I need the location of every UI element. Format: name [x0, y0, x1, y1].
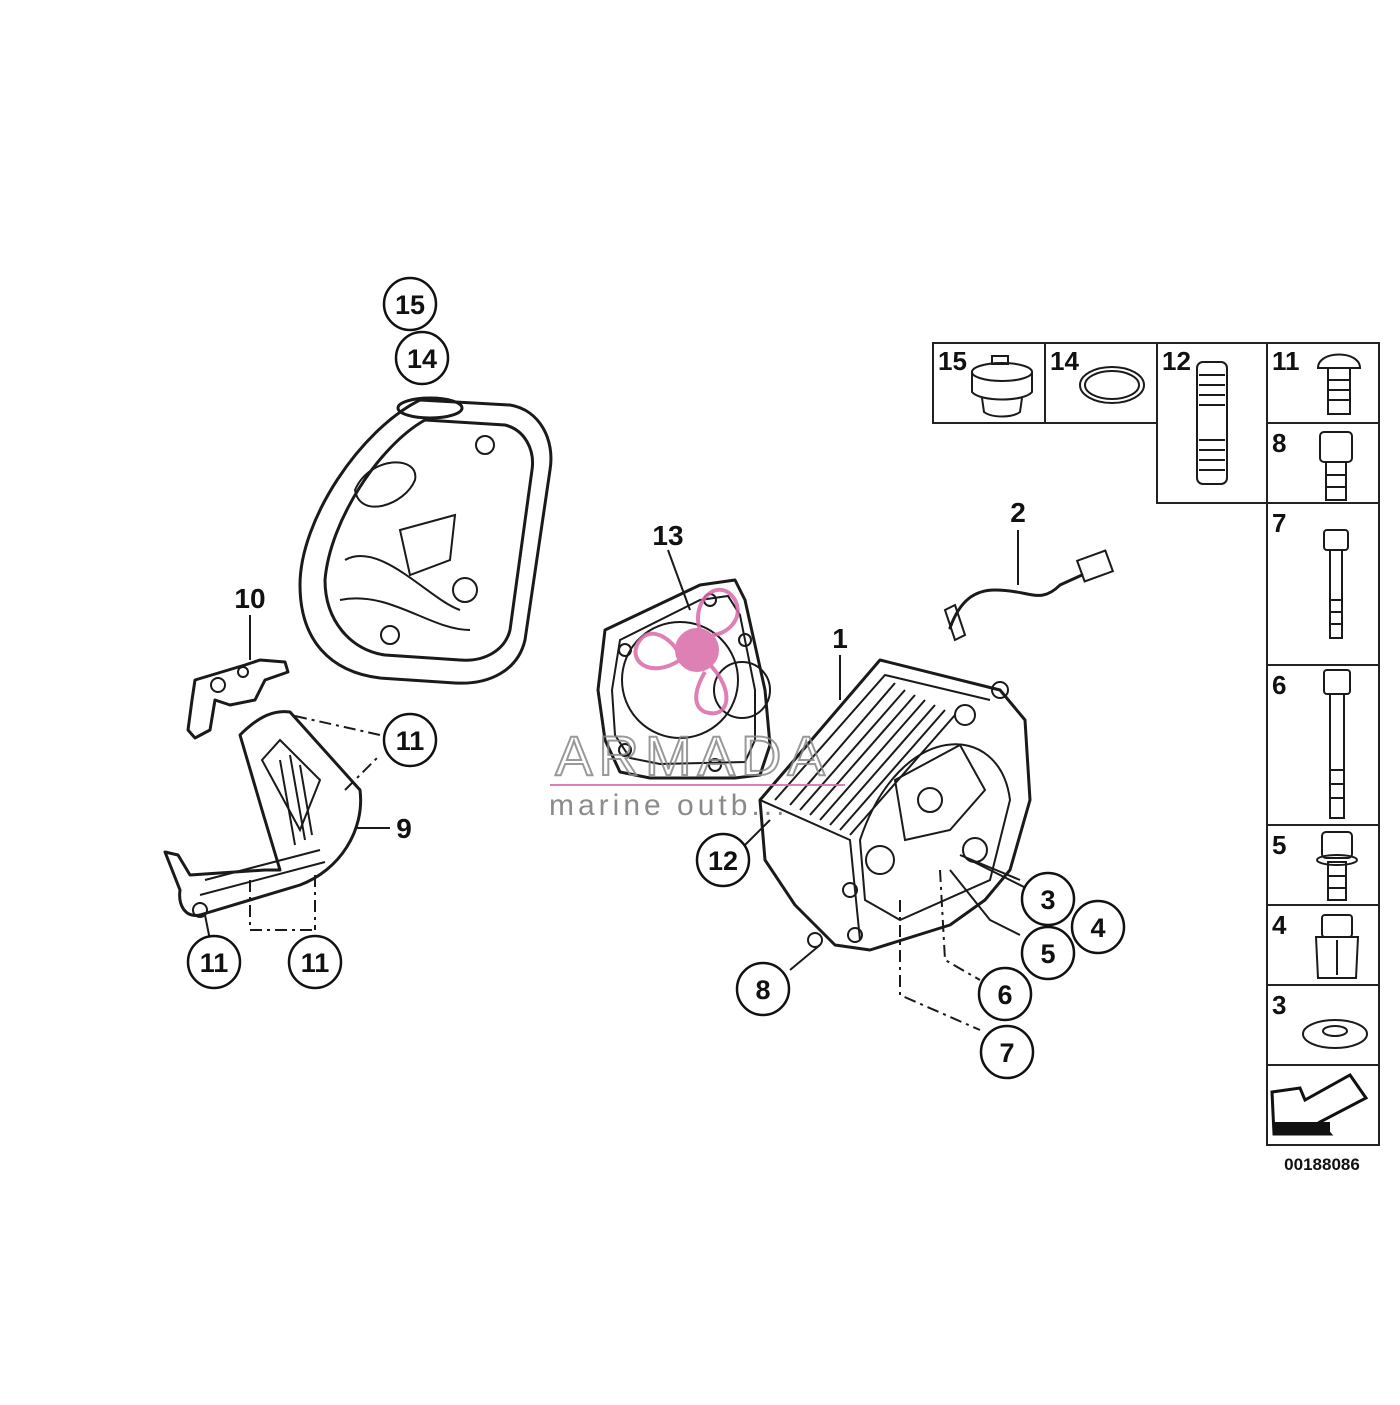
diagram-number: 00188086 [1284, 1155, 1360, 1174]
table-label-15: 15 [938, 346, 967, 376]
parts-table: 15 14 12 11 8 7 6 5 4 3 [932, 342, 1380, 1174]
callout-11: 11 [186, 934, 242, 990]
valve-cover [298, 396, 553, 685]
sensor-cable-2 [948, 530, 1115, 630]
cap-icon [971, 355, 1033, 418]
table-label-12: 12 [1162, 346, 1191, 376]
washer-icon [1302, 1019, 1368, 1049]
bracket-10 [186, 615, 290, 740]
svg-text:15: 15 [395, 290, 425, 320]
callout-15: 15 [382, 276, 438, 332]
svg-text:3: 3 [1040, 885, 1055, 915]
long-bolt-icon [1323, 529, 1349, 639]
table-label-14: 14 [1050, 346, 1079, 376]
watermark-brand: ARMADA [555, 724, 831, 787]
svg-text:6: 6 [997, 980, 1012, 1010]
callout-3: 3 [1020, 871, 1076, 927]
stud-icon [1196, 361, 1228, 485]
callout-14: 14 [394, 330, 450, 386]
guard-9 [163, 710, 390, 941]
propeller-logo-icon [633, 587, 740, 716]
sleeve-nut-icon [1314, 914, 1360, 979]
svg-text:5: 5 [1040, 939, 1055, 969]
label-1: 1 [832, 623, 848, 654]
svg-text:14: 14 [407, 344, 437, 374]
svg-text:7: 7 [999, 1038, 1014, 1068]
bolt-icon [1319, 431, 1353, 501]
table-label-6: 6 [1272, 670, 1286, 700]
svg-text:8: 8 [755, 975, 770, 1005]
table-label-3: 3 [1272, 990, 1286, 1020]
svg-text:12: 12 [708, 846, 738, 876]
callout-11: 11 [382, 712, 438, 768]
o-ring-icon [1079, 366, 1145, 404]
flange-bolt-icon [1316, 831, 1358, 901]
callout-8: 8 [735, 961, 791, 1017]
label-13: 13 [652, 520, 683, 551]
label-2: 2 [1010, 497, 1026, 528]
table-label-4: 4 [1272, 910, 1287, 940]
screw-icon [1316, 353, 1362, 415]
callout-5: 5 [1020, 925, 1076, 981]
svg-text:11: 11 [301, 948, 330, 978]
watermark-tagline: marine outb... [549, 789, 788, 822]
direction-arrow-icon [1270, 1073, 1369, 1136]
table-label-7: 7 [1272, 508, 1286, 538]
callout-4: 4 [1070, 899, 1126, 955]
label-10: 10 [234, 583, 265, 614]
svg-text:11: 11 [396, 726, 425, 756]
callout-11: 11 [287, 934, 343, 990]
callout-7: 7 [979, 1024, 1035, 1080]
callout-12: 12 [695, 832, 751, 888]
gasket-13 [596, 549, 772, 780]
svg-text:4: 4 [1090, 913, 1105, 943]
leader-lines [744, 819, 1061, 1031]
label-9: 9 [396, 813, 412, 844]
svg-text:11: 11 [200, 948, 229, 978]
table-label-5: 5 [1272, 830, 1286, 860]
table-label-11: 11 [1272, 346, 1300, 376]
table-label-8: 8 [1272, 428, 1286, 458]
watermark: ARMADA marine outb... [549, 587, 845, 822]
callout-6: 6 [977, 966, 1033, 1022]
long-bolt-icon [1323, 669, 1351, 819]
